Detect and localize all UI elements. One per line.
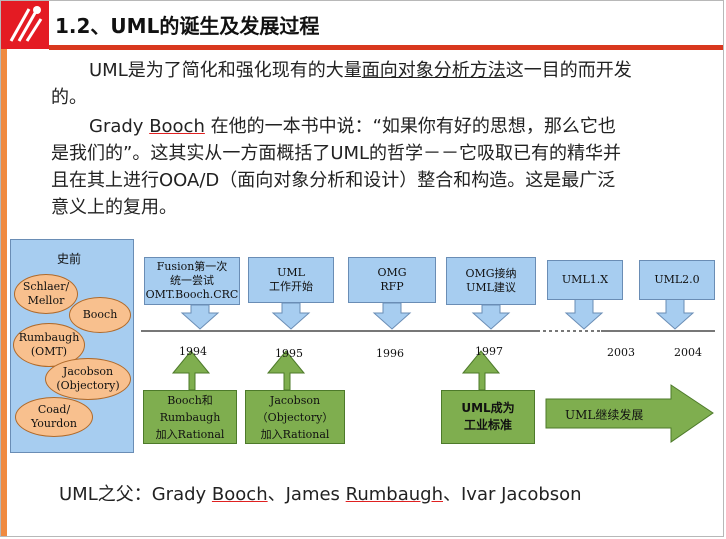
year-1997: 1997 <box>475 345 503 358</box>
event-industry-standard: UML成为 工业标准 <box>441 390 535 444</box>
fathers-end: 、Ivar Jacobson <box>443 484 582 505</box>
event-jacobson-joins: Jacobson （Objectory） 加入Rational <box>245 390 345 444</box>
paragraph-1: UML是为了简化和强化现有的大量面向对象分析方法这一目的而开发 <box>51 57 691 84</box>
left-accent-bar <box>1 49 7 536</box>
paragraph-2-line-1: Grady Booch 在他的一本书中说：“如果你有好的思想，那么它也 <box>51 113 691 140</box>
callout-omg-rfp: OMG RFP <box>348 257 436 303</box>
callout-fusion: Fusion第一次 统一尝试 OMT.Booch.CRC <box>144 257 240 305</box>
timeline-graphics <box>141 298 715 443</box>
event-booch-rumbaugh-join: Booch和 Rumbaugh 加入Rational <box>143 390 237 444</box>
fathers-prefix: UML之父：Grady <box>59 484 212 505</box>
fathers-mid: 、James <box>267 484 346 505</box>
method-jacobson-objectory: Jacobson (Objectory) <box>45 358 131 400</box>
uml-fathers-line: UML之父：Grady Booch、James Rumbaugh、Ivar Ja… <box>59 480 582 506</box>
callout-omg-accepts-uml: OMG接纳 UML建议 <box>446 257 536 305</box>
paragraph-2-line-2: 是我们的”。这其实从一方面概括了UML的哲学－－它吸取已有的精华并 <box>51 143 622 164</box>
year-1995: 1995 <box>275 347 303 360</box>
year-2004: 2004 <box>674 346 702 359</box>
method-coad-yourdon: Coad/ Yourdon <box>15 397 93 437</box>
paragraph-2-booch: Booch <box>149 116 205 137</box>
callout-uml1x: UML1.X <box>547 260 623 300</box>
paragraph-2-text-a: Grady <box>89 116 150 137</box>
logo-icon <box>1 1 49 49</box>
title-underline <box>49 45 723 50</box>
page-title: 1.2、UML的诞生及发展过程 <box>55 14 320 38</box>
fathers-rumbaugh: Rumbaugh <box>345 484 443 505</box>
continue-arrow-shape <box>545 384 714 443</box>
paragraph-2-line-3: 且在其上进行OOA/D（面向对象分析和设计）整合和构造。这是最广泛 <box>51 170 616 191</box>
callout-uml20: UML2.0 <box>639 260 715 300</box>
year-1994: 1994 <box>179 345 207 358</box>
paragraph-1-text-a: UML是为了简化和强化现有的大量 <box>89 60 362 81</box>
paragraph-1-end: 的。 <box>51 87 87 108</box>
method-schlaer-mellor: Schlaer/ Mellor <box>14 274 78 314</box>
paragraph-1-text-b: 这一目的而开发 <box>505 60 632 81</box>
continue-arrow-label: UML继续发展 <box>565 408 644 422</box>
callout-uml-work-begins: UML 工作开始 <box>248 257 334 303</box>
fathers-booch: Booch <box>211 484 268 505</box>
paragraph-2-line-4: 意义上的复用。 <box>51 197 177 218</box>
paragraph-2-text-b: 在他的一本书中说：“如果你有好的思想，那么它也 <box>204 116 616 137</box>
year-2003: 2003 <box>607 346 635 359</box>
year-1996: 1996 <box>376 347 404 360</box>
paragraph-1-underlined: 面向对象分析方法 <box>361 60 506 81</box>
method-booch: Booch <box>69 297 131 333</box>
prehistory-label: 史前 <box>57 252 82 266</box>
